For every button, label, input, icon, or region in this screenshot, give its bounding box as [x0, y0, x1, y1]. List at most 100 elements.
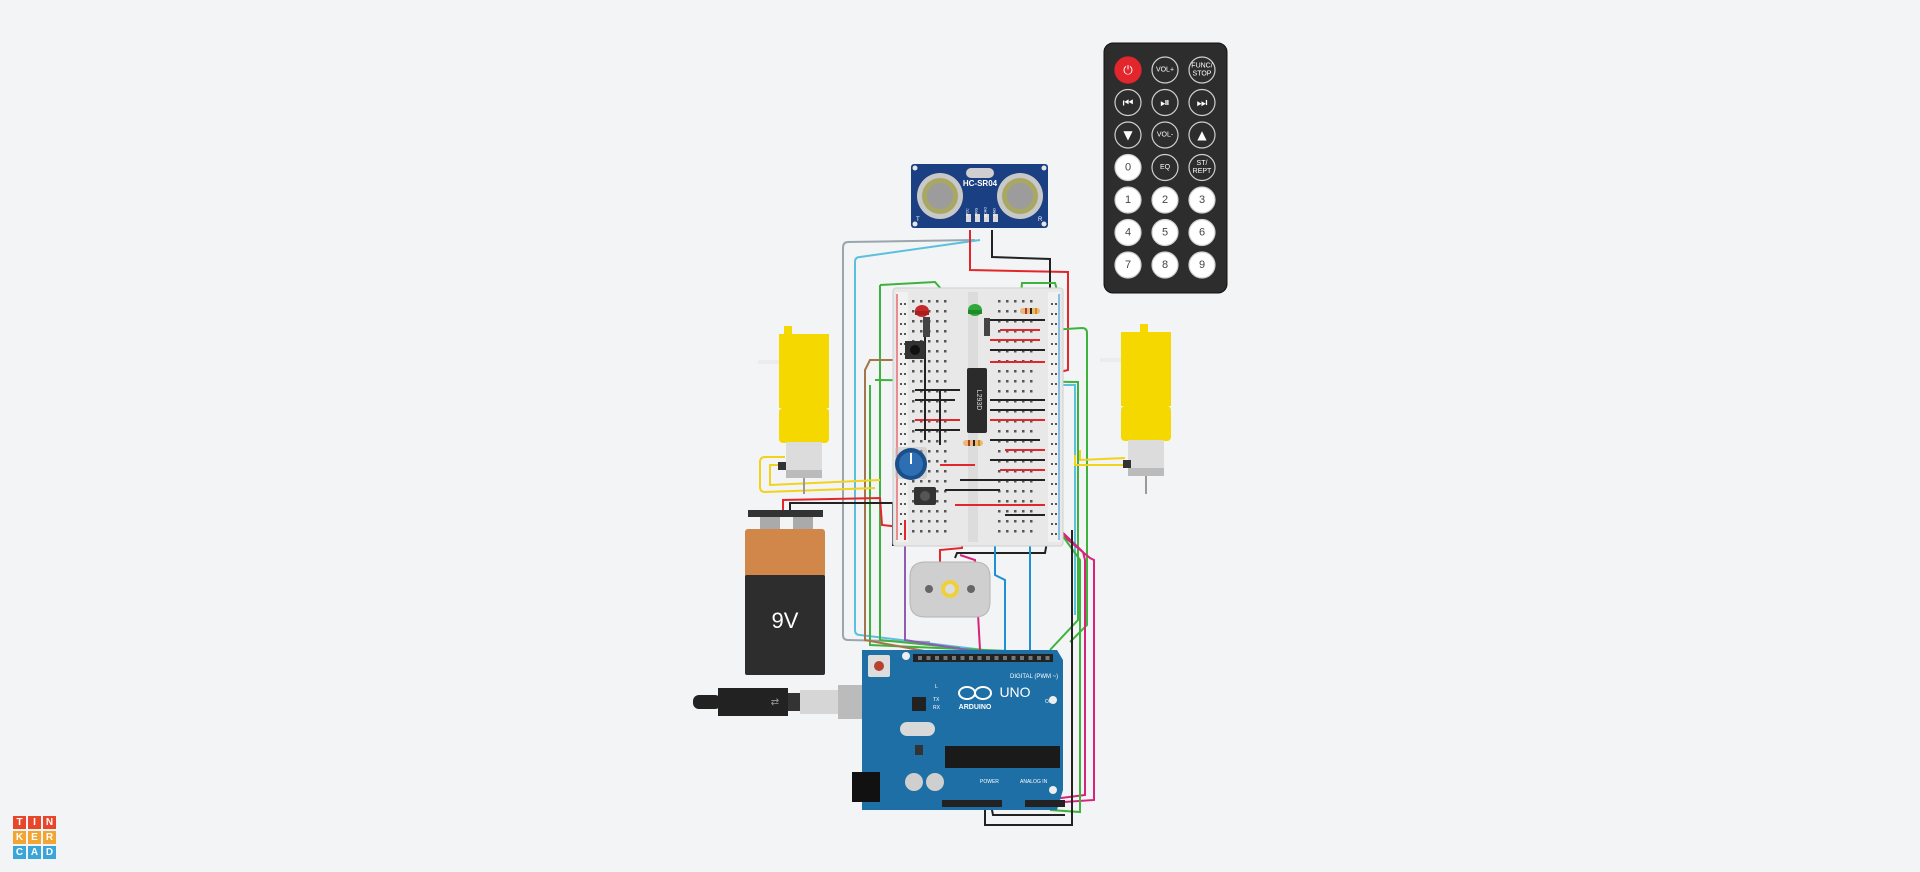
- breadboard-hole[interactable]: [928, 380, 931, 383]
- wire-black-bottom[interactable]: [984, 530, 1073, 826]
- header-pin[interactable]: [1020, 656, 1024, 660]
- breadboard-hole[interactable]: [944, 310, 947, 313]
- rail-hole[interactable]: [900, 423, 902, 425]
- breadboard-hole[interactable]: [1014, 460, 1017, 463]
- breadboard-hole[interactable]: [944, 530, 947, 533]
- rail-hole[interactable]: [904, 363, 906, 365]
- rail-hole[interactable]: [1055, 523, 1057, 525]
- breadboard-hole[interactable]: [1006, 350, 1009, 353]
- breadboard-hole[interactable]: [1022, 530, 1025, 533]
- rail-hole[interactable]: [900, 373, 902, 375]
- wire-green-5[interactable]: [869, 385, 1031, 653]
- breadboard-hole[interactable]: [1014, 500, 1017, 503]
- header-pin[interactable]: [986, 656, 990, 660]
- breadboard-hole[interactable]: [1006, 530, 1009, 533]
- breadboard-hole[interactable]: [1006, 420, 1009, 423]
- breadboard-hole[interactable]: [1030, 450, 1033, 453]
- wire-battery-red[interactable]: [782, 496, 901, 528]
- breadboard-hole[interactable]: [912, 400, 915, 403]
- breadboard-hole[interactable]: [944, 440, 947, 443]
- breadboard-hole[interactable]: [998, 410, 1001, 413]
- breadboard-hole[interactable]: [912, 370, 915, 373]
- rail-hole[interactable]: [1055, 493, 1057, 495]
- rail-hole[interactable]: [1055, 473, 1057, 475]
- breadboard-hole[interactable]: [1006, 400, 1009, 403]
- breadboard-hole[interactable]: [1030, 520, 1033, 523]
- breadboard-hole[interactable]: [998, 490, 1001, 493]
- breadboard-hole[interactable]: [912, 490, 915, 493]
- breadboard-hole[interactable]: [1006, 470, 1009, 473]
- potentiometer[interactable]: [895, 447, 927, 480]
- rail-hole[interactable]: [900, 513, 902, 515]
- remote-button-4[interactable]: 4: [1114, 218, 1142, 247]
- header-pin[interactable]: [1037, 656, 1041, 660]
- breadboard-hole[interactable]: [944, 340, 947, 343]
- header-pin[interactable]: [977, 656, 982, 660]
- breadboard-hole[interactable]: [1014, 470, 1017, 473]
- rail-hole[interactable]: [1055, 453, 1057, 455]
- breadboard[interactable]: L293D: [892, 287, 1064, 547]
- breadboard-hole[interactable]: [1022, 450, 1025, 453]
- breadboard-hole[interactable]: [1022, 430, 1025, 433]
- breadboard-hole[interactable]: [1022, 390, 1025, 393]
- breadboard-hole[interactable]: [1006, 500, 1009, 503]
- breadboard-hole[interactable]: [1030, 500, 1033, 503]
- breadboard-hole[interactable]: [1006, 480, 1009, 483]
- rail-hole[interactable]: [900, 383, 902, 385]
- breadboard-hole[interactable]: [912, 440, 915, 443]
- breadboard-hole[interactable]: [1030, 530, 1033, 533]
- rail-hole[interactable]: [1055, 323, 1057, 325]
- breadboard-hole[interactable]: [944, 520, 947, 523]
- breadboard-hole[interactable]: [944, 420, 947, 423]
- breadboard-hole[interactable]: [1030, 490, 1033, 493]
- rail-hole[interactable]: [1051, 503, 1053, 505]
- rail-hole[interactable]: [900, 393, 902, 395]
- rail-hole[interactable]: [904, 303, 906, 305]
- breadboard-hole[interactable]: [998, 460, 1001, 463]
- rail-hole[interactable]: [900, 313, 902, 315]
- rail-hole[interactable]: [1051, 393, 1053, 395]
- breadboard-hole[interactable]: [912, 510, 915, 513]
- sensor-pin[interactable]: [975, 214, 980, 222]
- breadboard-hole[interactable]: [920, 520, 923, 523]
- breadboard-hole[interactable]: [1014, 420, 1017, 423]
- rail-hole[interactable]: [1055, 313, 1057, 315]
- breadboard-hole[interactable]: [912, 420, 915, 423]
- breadboard-hole[interactable]: [928, 530, 931, 533]
- breadboard-hole[interactable]: [998, 320, 1001, 323]
- breadboard-hole[interactable]: [1030, 350, 1033, 353]
- breadboard-hole[interactable]: [928, 370, 931, 373]
- rail-hole[interactable]: [1051, 373, 1053, 375]
- breadboard-hole[interactable]: [1022, 380, 1025, 383]
- remote-button-vol-[interactable]: VOL+: [1151, 56, 1179, 84]
- rail-hole[interactable]: [1051, 513, 1053, 515]
- breadboard-hole[interactable]: [1022, 350, 1025, 353]
- breadboard-hole[interactable]: [998, 300, 1001, 303]
- breadboard-hole[interactable]: [998, 350, 1001, 353]
- breadboard-hole[interactable]: [1006, 300, 1009, 303]
- breadboard-hole[interactable]: [1006, 450, 1009, 453]
- breadboard-hole[interactable]: [1022, 300, 1025, 303]
- breadboard-hole[interactable]: [1030, 390, 1033, 393]
- rail-hole[interactable]: [900, 363, 902, 365]
- header-pin[interactable]: [1045, 656, 1050, 660]
- header-pin[interactable]: [960, 656, 965, 660]
- breadboard-hole[interactable]: [1014, 490, 1017, 493]
- breadboard-hole[interactable]: [920, 510, 923, 513]
- breadboard-hole[interactable]: [920, 480, 923, 483]
- rail-hole[interactable]: [1051, 383, 1053, 385]
- breadboard-hole[interactable]: [920, 380, 923, 383]
- rail-hole[interactable]: [1051, 303, 1053, 305]
- breadboard-hole[interactable]: [936, 470, 939, 473]
- breadboard-hole[interactable]: [1006, 520, 1009, 523]
- rail-hole[interactable]: [1051, 533, 1053, 535]
- remote-button-7[interactable]: 7: [1114, 251, 1142, 279]
- breadboard-hole[interactable]: [1014, 400, 1017, 403]
- rail-hole[interactable]: [904, 393, 906, 395]
- header-pin[interactable]: [994, 656, 999, 660]
- rail-hole[interactable]: [1051, 323, 1053, 325]
- rail-hole[interactable]: [900, 303, 902, 305]
- rail-hole[interactable]: [1055, 333, 1057, 335]
- breadboard-hole[interactable]: [920, 420, 923, 423]
